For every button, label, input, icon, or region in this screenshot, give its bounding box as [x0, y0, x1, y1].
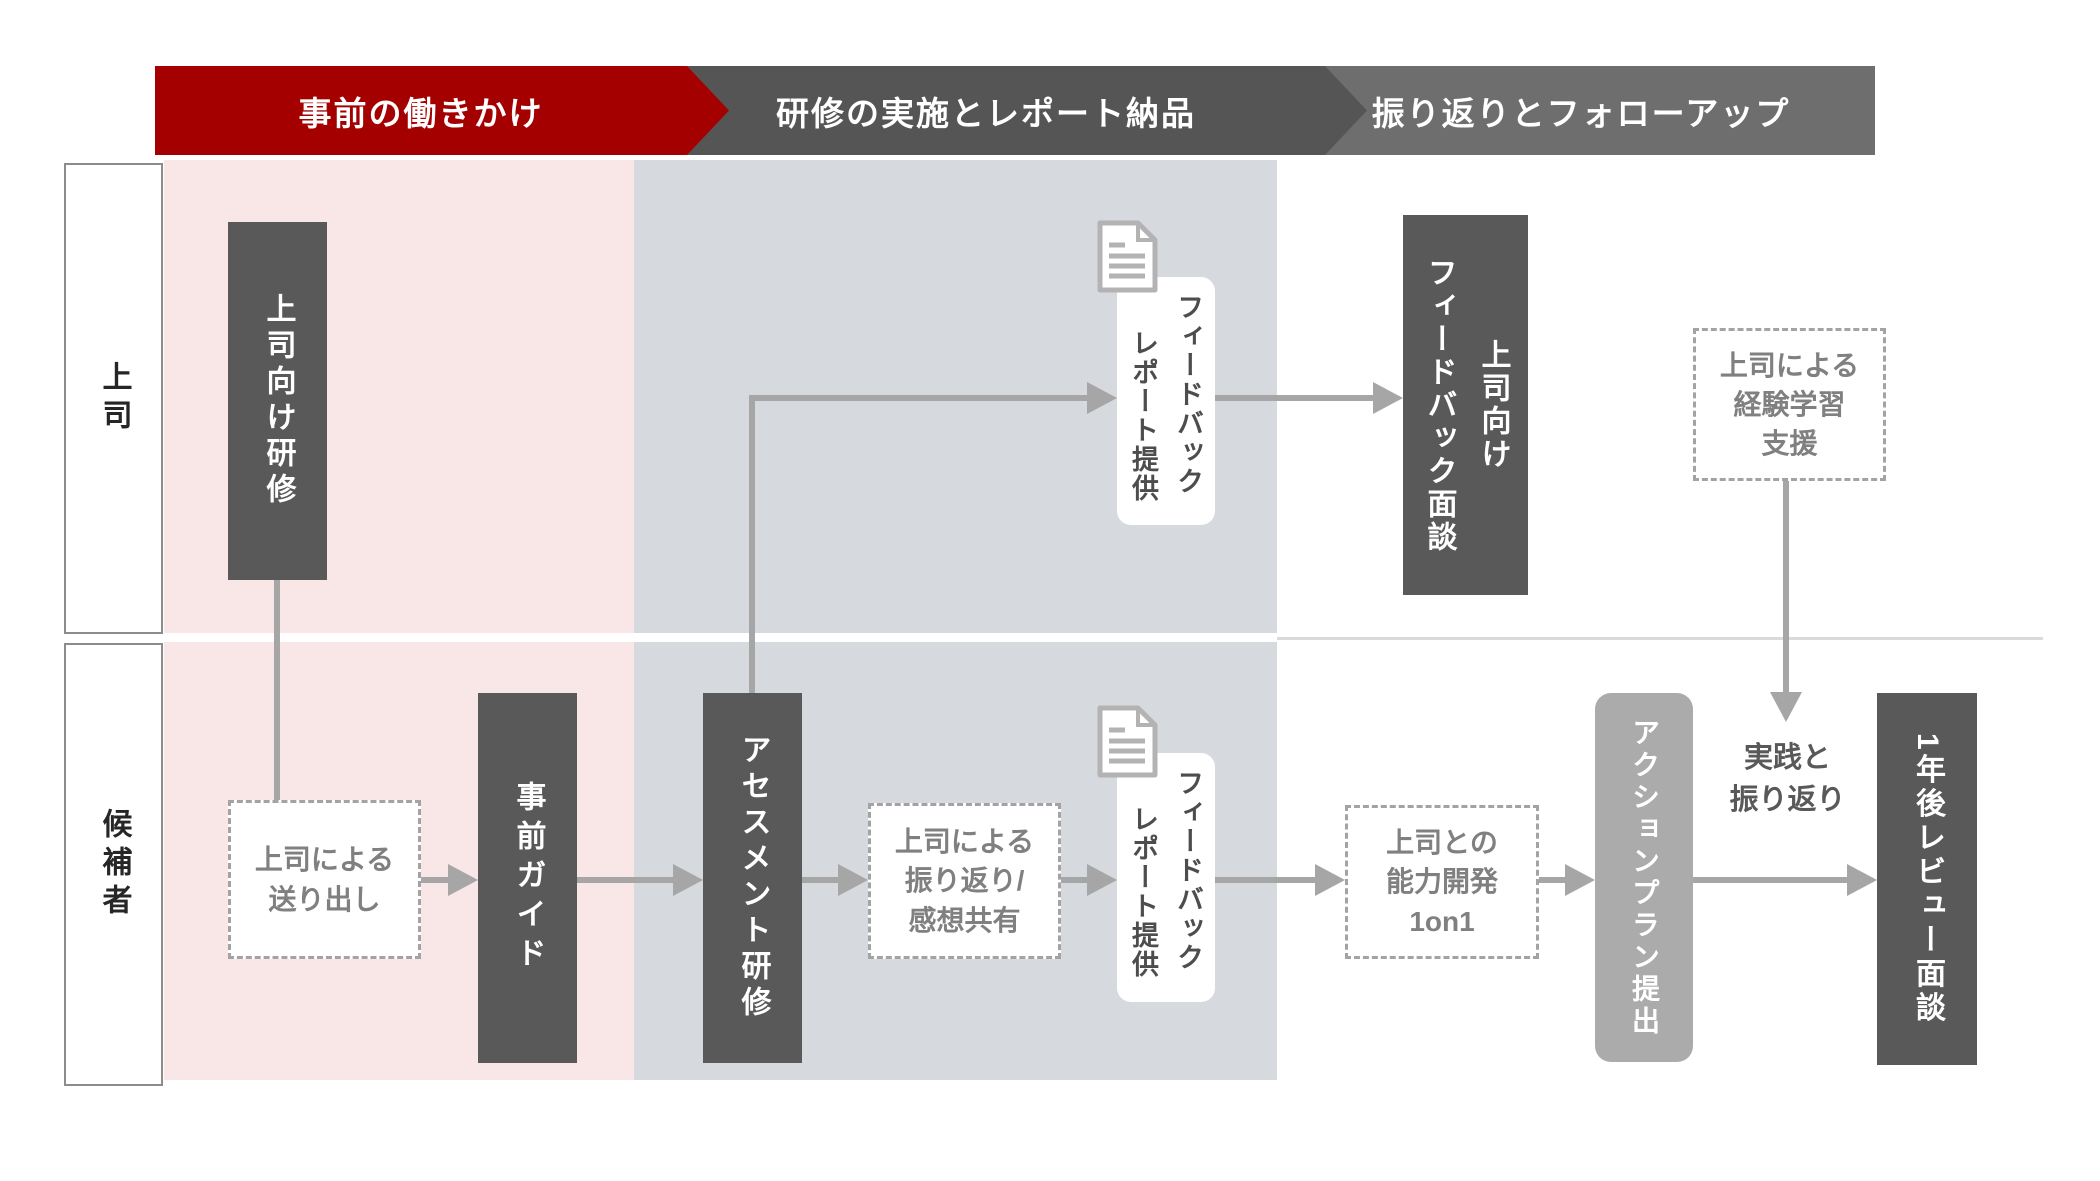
document-icon	[1097, 705, 1158, 778]
arrow-report-to-meeting-head	[1373, 382, 1403, 414]
node-experience-support-line3: 支援	[1761, 428, 1818, 460]
node-boss-training: 上司向け研修	[228, 222, 327, 580]
arrow-assessment-to-bossreport-hline	[749, 395, 1087, 401]
node-practice-reflection-line2: 振り返り	[1729, 784, 1846, 817]
arrow-reflection-to-report-head	[1087, 864, 1117, 896]
lane-divider	[164, 633, 1277, 642]
node-year-review: 1年後レビュー面談	[1877, 693, 1977, 1065]
arrow-report-to-1on1-head	[1315, 864, 1345, 896]
arrow-report-to-1on1-line	[1215, 877, 1315, 883]
node-one-on-one: 上司との 能力開発 1on1	[1345, 805, 1539, 959]
node-one-on-one-line1: 上司との	[1386, 827, 1498, 859]
node-feedback-report-candidate-line2: レポート提供	[1128, 805, 1158, 979]
node-action-plan-label: アクションプラン提出	[1629, 717, 1660, 1038]
arrow-actionplan-to-review-line	[1693, 877, 1847, 883]
arrow-assessment-to-reflection-head	[838, 864, 868, 896]
node-experience-support: 上司による 経験学習 支援	[1693, 328, 1886, 481]
node-boss-training-label: 上司向け研修	[261, 293, 295, 509]
node-experience-support-line2: 経験学習	[1733, 388, 1846, 420]
node-assessment-training-label: アセスメント研修	[736, 734, 770, 1022]
node-pre-guide-label: 事前ガイド	[511, 780, 545, 976]
node-feedback-report-boss-line2: レポート提供	[1128, 329, 1158, 503]
node-year-review-label: 1年後レビュー面談	[1911, 732, 1944, 1026]
lane-divider-right	[1277, 637, 2043, 640]
node-sendoff-line2: 送り出し	[268, 883, 381, 915]
arrow-preguide-to-assessment-line	[577, 877, 673, 883]
arrow-assessment-to-bossreport-vline	[749, 398, 755, 693]
node-action-plan: アクションプラン提出	[1595, 693, 1693, 1062]
node-one-on-one-line2: 能力開発	[1385, 866, 1498, 898]
node-boss-feedback-meeting-line1: 上司向け	[1476, 339, 1510, 471]
node-reflection-line1: 上司による	[894, 826, 1035, 858]
arrow-1on1-to-actionplan-line	[1533, 877, 1565, 883]
lane-label-candidate: 候補者	[64, 643, 163, 1086]
phase-banner-training-label: 研修の実施とレポート納品	[776, 94, 1196, 132]
node-boss-feedback-meeting-line2: フィードバック面談	[1422, 256, 1456, 554]
document-icon	[1097, 220, 1158, 293]
node-feedback-report-candidate: フィードバック レポート提供	[1117, 753, 1215, 1002]
arrow-preguide-to-assessment-head	[673, 864, 703, 896]
node-boss-feedback-meeting: 上司向け フィードバック面談	[1403, 215, 1528, 595]
node-feedback-report-candidate-line1: フィードバック	[1173, 769, 1203, 972]
node-feedback-report-boss: フィードバック レポート提供	[1117, 277, 1215, 525]
node-reflection-line2: 振り返り/	[904, 865, 1025, 897]
node-feedback-report-boss-line1: フィードバック	[1173, 293, 1203, 496]
arrow-reflection-to-report-line	[1055, 877, 1087, 883]
arrow-sendoff-to-preguide-line	[415, 877, 448, 883]
node-reflection-line3: 感想共有	[908, 904, 1021, 936]
node-one-on-one-line3: 1on1	[1409, 905, 1475, 937]
arrow-report-to-meeting-line	[1215, 395, 1373, 401]
lane-label-boss: 上司	[64, 163, 163, 634]
phase-banner-followup: 振り返りとフォローアップ	[1287, 66, 1875, 155]
arrow-support-to-practice-line	[1783, 475, 1789, 692]
arrow-1on1-to-actionplan-head	[1565, 864, 1595, 896]
phase-banner-preparation: 事前の働きかけ	[155, 66, 729, 155]
node-assessment-training: アセスメント研修	[703, 693, 802, 1063]
node-experience-support-line1: 上司による	[1719, 349, 1860, 381]
arrow-sendoff-to-preguide-head	[448, 864, 478, 896]
phase-banner-followup-label: 振り返りとフォローアップ	[1371, 94, 1791, 132]
node-sendoff-line1: 上司による	[254, 844, 395, 876]
lane-label-boss-text: 上司	[97, 360, 131, 437]
node-sendoff: 上司による 送り出し	[228, 800, 421, 959]
arrow-actionplan-to-review-head	[1847, 864, 1877, 896]
node-practice-reflection-line1: 実践と	[1743, 742, 1831, 774]
lane-label-candidate-text: 候補者	[97, 807, 131, 922]
node-reflection: 上司による 振り返り/ 感想共有	[868, 803, 1061, 959]
arrow-assessment-to-reflection-line	[802, 877, 838, 883]
arrow-assessment-to-bossreport-head	[1087, 382, 1117, 414]
node-pre-guide: 事前ガイド	[478, 693, 577, 1063]
phase-banner-preparation-label: 事前の働きかけ	[298, 94, 544, 132]
phase-banner-training: 研修の実施とレポート納品	[647, 66, 1367, 155]
connector-training-to-sendoff	[274, 580, 280, 800]
arrow-support-to-practice-head	[1770, 692, 1802, 722]
node-practice-reflection: 実践と 振り返り	[1700, 737, 1875, 821]
